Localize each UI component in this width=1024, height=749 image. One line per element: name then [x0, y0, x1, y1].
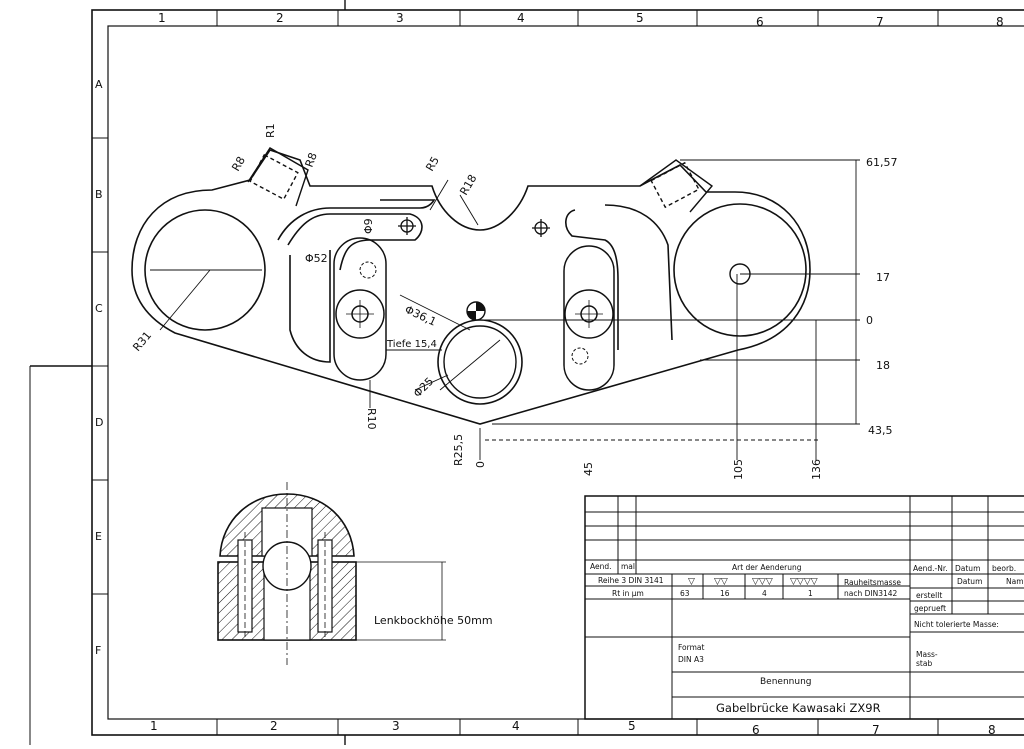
tb-v4: 1 — [808, 589, 813, 598]
dim-r8-right: R8 — [303, 151, 320, 169]
col-label: 5 — [628, 719, 636, 733]
row-label: A — [95, 78, 103, 91]
tb-toleranz: Nicht tolerierte Masse: — [914, 620, 999, 629]
col-label: 4 — [512, 719, 520, 733]
tb-benennung-label: Benennung — [760, 677, 811, 687]
dim-phi9: Φ9 — [362, 218, 375, 234]
dim-y435: 43,5 — [868, 424, 893, 437]
marker-holes — [398, 217, 550, 237]
triple-clamp-outline — [131, 149, 811, 425]
dim-d52: Φ52 — [305, 252, 328, 265]
left-slot — [333, 237, 387, 381]
tb-din3142: nach DIN3142 — [844, 589, 898, 598]
dim-x105: 105 — [732, 459, 745, 480]
col-label: 7 — [872, 723, 880, 737]
row-labels: A B C D E F — [95, 78, 103, 657]
tb-datum2: Datum — [957, 577, 982, 586]
row-label: D — [95, 416, 103, 429]
stem-bore-outer — [437, 319, 523, 405]
dim-y6157: 61,57 — [866, 156, 898, 169]
tb-mal: mal — [621, 562, 635, 571]
section-view: Lenkbockhöhe 50mm — [217, 482, 493, 665]
left-pinch-boss — [247, 147, 309, 207]
column-labels-bottom: 1 2 3 4 5 6 7 8 — [150, 719, 996, 737]
col-label: 1 — [158, 11, 166, 25]
dimension-labels: R1 R8 R8 R5 R18 Φ9 Φ52 R31 Φ36,1 Tiefe 1… — [130, 123, 897, 480]
dimension-lines — [150, 159, 860, 460]
row-label: F — [95, 644, 101, 657]
title-block — [584, 495, 1024, 720]
col-label: 7 — [876, 15, 884, 29]
tb-erstellt: erstellt — [916, 591, 942, 600]
datum-origin-symbol — [466, 301, 486, 321]
column-labels-top: 1 2 3 4 5 6 7 8 — [158, 11, 1004, 29]
dim-y17: 17 — [876, 271, 890, 284]
dim-tiefe: Tiefe 15,4 — [386, 339, 437, 350]
dim-r18: R18 — [457, 172, 479, 197]
tb-geprueft: geprueft — [914, 604, 946, 613]
dim-r5: R5 — [423, 154, 442, 173]
tb-v1: 63 — [680, 589, 690, 598]
col-label: 2 — [270, 719, 278, 733]
tb-sym4: ▽▽▽▽ — [790, 577, 818, 587]
tb-sym1: ▽ — [688, 577, 695, 587]
dim-x45: 45 — [582, 462, 595, 476]
dim-r1: R1 — [264, 123, 277, 138]
dim-r8-left: R8 — [229, 154, 248, 173]
tb-sym3: ▽▽▽ — [752, 577, 773, 587]
dim-r255: R25,5 — [452, 434, 465, 466]
tb-aend: Aend. — [590, 562, 612, 571]
right-slot — [563, 245, 615, 391]
tb-rauheit: Rauheitsmasse — [844, 578, 901, 587]
tb-format-value: DIN A3 — [678, 655, 704, 664]
right-pinch-boss — [639, 159, 714, 213]
col-label: 6 — [752, 723, 760, 737]
dim-x0: 0 — [474, 461, 487, 468]
tb-v2: 16 — [720, 589, 730, 598]
row-label: E — [95, 530, 102, 543]
tb-beorb: beorb. — [992, 564, 1016, 573]
col-label: 8 — [988, 723, 996, 737]
stem-bore-inner — [443, 325, 517, 399]
col-label: 6 — [756, 15, 764, 29]
tb-reihe: Reihe 3 DIN 3141 — [598, 576, 664, 585]
col-label: 2 — [276, 11, 284, 25]
tb-datum: Datum — [955, 564, 980, 573]
right-clamp-bore — [673, 203, 807, 337]
tb-massstab: Mass- — [916, 650, 938, 659]
dim-d25: Φ25 — [411, 375, 436, 400]
dim-d361: Φ36,1 — [403, 303, 439, 329]
tb-aend-nr: Aend.-Nr. — [913, 564, 948, 573]
tb-sym2: ▽▽ — [714, 577, 728, 587]
col-label: 4 — [517, 11, 525, 25]
col-label: 5 — [636, 11, 644, 25]
dim-y18: 18 — [876, 359, 890, 372]
tb-art: Art der Aenderung — [732, 563, 802, 572]
col-label: 8 — [996, 15, 1004, 29]
col-label: 3 — [396, 11, 404, 25]
col-label: 3 — [392, 719, 400, 733]
tb-massstab2: stab — [916, 659, 932, 668]
tb-name: Nam — [1006, 577, 1024, 586]
dim-y0: 0 — [866, 314, 873, 327]
tb-benennung-value: Gabelbrücke Kawasaki ZX9R — [716, 701, 881, 715]
dim-r31: R31 — [130, 329, 154, 354]
tb-v3: 4 — [762, 589, 767, 598]
row-label: B — [95, 188, 103, 201]
drawing-frame — [29, 0, 1024, 745]
section-label: Lenkbockhöhe 50mm — [374, 614, 493, 627]
dim-x136: 136 — [810, 459, 823, 480]
row-label: C — [95, 302, 103, 315]
tb-rt: Rt in μm — [612, 589, 644, 598]
dim-r10: R10 — [365, 408, 378, 430]
tb-format-label: Format — [678, 643, 704, 652]
col-label: 1 — [150, 719, 158, 733]
title-block-text: Aend. mal Art der Aenderung Aend.-Nr. Da… — [590, 562, 1024, 715]
left-clamp-bore — [144, 209, 266, 331]
